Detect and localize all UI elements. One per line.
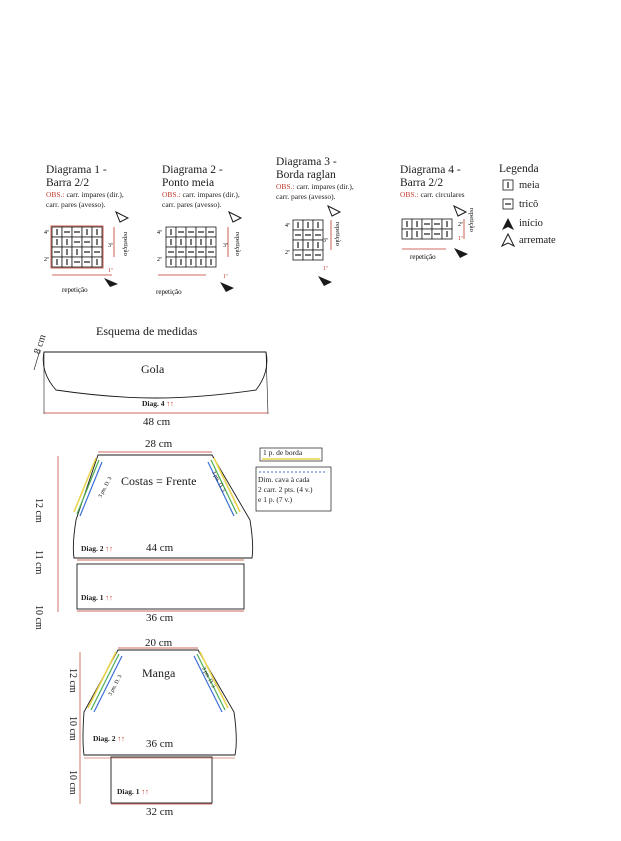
knit-symbol-icon bbox=[502, 179, 514, 191]
start-arrow-icon bbox=[454, 248, 468, 258]
body-bottom-width: 36 cm bbox=[146, 612, 174, 624]
diagram-2-obs: OBS.: carr. impares (dir.),carr. pares (… bbox=[162, 190, 240, 209]
bind-off-arrow-icon bbox=[327, 204, 342, 217]
sleeve-label: Manga bbox=[142, 666, 176, 680]
sleeve-mid-width: 36 cm bbox=[146, 738, 174, 750]
diagram-4-obs: OBS.: carr. circulares bbox=[400, 190, 465, 199]
schema-title: Esquema de medidas bbox=[96, 324, 198, 338]
body-height-3: 10 cm bbox=[33, 605, 44, 630]
diagram-4-title: Diagrama 4 -Barra 2/2 bbox=[400, 164, 461, 189]
sleeve-height-1: 12 cm bbox=[67, 668, 78, 693]
side-repeat-label: repetição bbox=[334, 222, 341, 246]
diagram-2-title: Diagrama 2 -Ponto meia bbox=[162, 164, 223, 189]
row-2-label: 2ª bbox=[285, 250, 290, 256]
legend-item-label: tricô bbox=[519, 199, 539, 210]
decrease-note-box bbox=[255, 466, 332, 512]
body-lower-shape bbox=[76, 563, 245, 610]
legend: Legenda bbox=[499, 163, 539, 176]
side-repeat-label: repetição bbox=[234, 232, 241, 256]
collar-diag-label: Diag. 4 ↑↑ bbox=[142, 399, 174, 408]
row-3-label: 3ª bbox=[108, 243, 113, 249]
sleeve-height-3: 10 cm bbox=[67, 770, 78, 795]
bind-off-arrow-icon bbox=[115, 210, 130, 223]
legend-title: Legenda bbox=[499, 163, 539, 175]
diagram-3-title: Diagrama 3 -Borda raglan bbox=[276, 156, 337, 181]
decrease-note: Dim. cava à cada 2 carr. 2 pts. (4 v.) e… bbox=[258, 475, 313, 504]
bind-off-arrow-icon bbox=[500, 232, 516, 248]
diagram-3-obs: OBS.: carr. impares (dir.),carr. pares (… bbox=[276, 182, 354, 201]
row-4-label: 4ª bbox=[285, 223, 290, 229]
body-diag-upper-label: Diag. 2 ↑↑ bbox=[81, 544, 113, 553]
start-arrow-icon bbox=[502, 218, 514, 230]
legend-item-label: início bbox=[519, 218, 543, 229]
row-3-label: 3ª bbox=[323, 238, 328, 244]
bind-off-arrow-icon bbox=[453, 204, 468, 217]
start-arrow-icon bbox=[318, 276, 332, 286]
repeat-label: repetição bbox=[410, 253, 436, 261]
repeat-label: repetição bbox=[62, 286, 88, 294]
body-height-1: 12 cm bbox=[33, 498, 44, 523]
row-2-label: 2ª bbox=[44, 257, 49, 263]
purl-symbol-icon bbox=[502, 198, 514, 210]
diagram-4: Diagrama 4 -Barra 2/2 OBS.: carr. circul… bbox=[400, 164, 465, 200]
row-1-label: 1ª bbox=[108, 268, 113, 274]
collar-label: Gola bbox=[141, 362, 165, 376]
start-arrow-icon bbox=[104, 278, 118, 287]
legend-item-label: meia bbox=[519, 180, 540, 191]
row-4-label: 4ª bbox=[157, 230, 162, 236]
legend-item-label: arremate bbox=[519, 235, 556, 246]
row-3-label: 3ª bbox=[223, 243, 228, 249]
row-4-label: 4ª bbox=[44, 230, 49, 236]
body-top-width: 28 cm bbox=[145, 438, 173, 450]
body-label: Costas = Frente bbox=[121, 474, 197, 488]
row-2-label: 2ª bbox=[157, 257, 162, 263]
row-1-label: 1ª bbox=[458, 236, 463, 242]
diagram-2: Diagrama 2 -Ponto meia OBS.: carr. impar… bbox=[162, 164, 240, 210]
border-note-box bbox=[259, 447, 323, 462]
sleeve-upper-shape bbox=[82, 649, 237, 756]
start-arrow-icon bbox=[220, 282, 234, 292]
sleeve-bottom-width: 32 cm bbox=[146, 806, 174, 818]
diagram-4-grid bbox=[401, 218, 465, 250]
bind-off-arrow-icon bbox=[228, 210, 243, 223]
body-upper-shape bbox=[72, 454, 254, 559]
repeat-label: repetição bbox=[156, 288, 182, 296]
sleeve-lower-shape bbox=[110, 756, 213, 804]
sleeve-top-width: 20 cm bbox=[145, 637, 173, 649]
border-note: 1 p. de borda bbox=[263, 448, 303, 457]
diagram-1-grid bbox=[50, 225, 115, 276]
diagram-1: Diagrama 1 -Barra 2/2 OBS.: carr. impare… bbox=[46, 164, 124, 210]
side-repeat-label: repetição bbox=[122, 232, 129, 256]
sleeve-diag-upper-label: Diag. 2 ↑↑ bbox=[93, 734, 125, 743]
diagram-3: Diagrama 3 -Borda raglan OBS.: carr. imp… bbox=[276, 156, 354, 202]
collar-width: 48 cm bbox=[143, 416, 171, 428]
sleeve-height-2: 10 cm bbox=[67, 716, 78, 741]
row-2-label: 2ª bbox=[458, 222, 463, 228]
row-1-label: 1ª bbox=[223, 274, 228, 280]
collar-shape bbox=[42, 351, 268, 399]
body-height-2: 11 cm bbox=[33, 550, 44, 575]
body-diag-lower-label: Diag. 1 ↑↑ bbox=[81, 593, 113, 602]
sleeve-diag-lower-label: Diag. 1 ↑↑ bbox=[117, 787, 149, 796]
diagram-1-obs: OBS.: carr. impares (dir.),carr. pares (… bbox=[46, 190, 124, 209]
side-repeat-label: repetição bbox=[468, 208, 475, 232]
diagram-2-grid bbox=[158, 226, 229, 276]
diagram-1-title: Diagrama 1 -Barra 2/2 bbox=[46, 164, 107, 189]
body-mid-width: 44 cm bbox=[146, 542, 174, 554]
diagram-3-grid bbox=[292, 219, 332, 261]
row-1-label: 1ª bbox=[323, 266, 328, 272]
